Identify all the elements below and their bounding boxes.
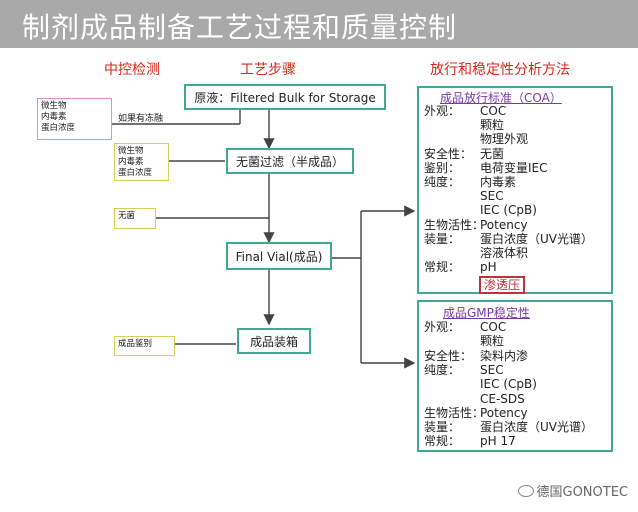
row-label: 鉴别： bbox=[424, 160, 461, 175]
panel-row: 溶液体积 bbox=[424, 246, 528, 260]
panel-row: 鉴别： 电荷变量IEC bbox=[424, 161, 548, 175]
row-label: 生物活性： bbox=[424, 217, 485, 232]
freeze-thaw-note: 如果有冻融 bbox=[118, 114, 164, 124]
row-label: 外观： bbox=[424, 104, 461, 118]
row-value: Potency bbox=[480, 405, 528, 420]
ipc-box-bulk: 微生物 内毒素 蛋白浓度 bbox=[37, 98, 112, 140]
panel-row: 颗粒 bbox=[424, 334, 504, 348]
ipc-box-sterility: 无菌 bbox=[114, 208, 156, 229]
release-heading: 放行和稳定性分析方法 bbox=[430, 62, 570, 78]
row-value: 染料内渗 bbox=[480, 348, 529, 363]
ipc-item: 无菌 bbox=[118, 211, 136, 221]
panel-row: 安全性： 无菌 bbox=[424, 147, 504, 161]
panel-row: 纯度： SEC bbox=[424, 363, 504, 377]
row-value: COC bbox=[480, 320, 507, 334]
panel-row: IEC (CpB) bbox=[424, 203, 537, 217]
row-value: SEC bbox=[480, 189, 504, 204]
row-value: IEC (CpB) bbox=[480, 377, 537, 392]
watermark-text: 德国GONOTEC bbox=[536, 485, 629, 500]
row-value: 蛋白浓度（UV光谱） bbox=[480, 420, 593, 435]
row-label: 生物活性： bbox=[424, 405, 485, 420]
release-panel-title: 成品放行标准（COA） bbox=[440, 91, 562, 105]
row-value: 物理外观 bbox=[480, 132, 529, 147]
ipc-item: 成品鉴别 bbox=[118, 339, 153, 349]
ipc-item: 蛋白浓度 bbox=[118, 168, 153, 178]
page-title: 制剂成品制备工艺过程和质量控制 bbox=[22, 11, 458, 44]
watermark: 德国GONOTEC bbox=[517, 481, 629, 500]
row-value: 电荷变量IEC bbox=[480, 160, 548, 175]
row-label: 常规： bbox=[424, 260, 461, 275]
row-value: CE-SDS bbox=[480, 391, 525, 406]
ipc-item: 内毒素 bbox=[118, 157, 144, 167]
title-bar: 制剂成品制备工艺过程和质量控制 bbox=[0, 0, 638, 48]
panel-row: 常规： pH 17 bbox=[424, 434, 516, 448]
row-value: 蛋白浓度（UV光谱） bbox=[480, 231, 593, 246]
row-value: 颗粒 bbox=[480, 118, 505, 133]
panel-row: 装量： 蛋白浓度（UV光谱） bbox=[424, 420, 593, 434]
ipc-heading: 中控检测 bbox=[104, 62, 160, 78]
row-label: 纯度： bbox=[424, 175, 461, 189]
row-label: 装量： bbox=[424, 231, 461, 246]
panel-row: SEC bbox=[424, 189, 504, 203]
wechat-icon bbox=[517, 485, 534, 497]
panel-row: 安全性： 染料内渗 bbox=[424, 349, 528, 363]
row-value: pH 17 bbox=[480, 434, 516, 449]
row-value: 无菌 bbox=[480, 146, 505, 161]
release-panel bbox=[417, 86, 613, 294]
panel-row: 外观： COC bbox=[424, 104, 506, 118]
row-label: 常规： bbox=[424, 434, 461, 449]
panel-row: 纯度： 内毒素 bbox=[424, 175, 516, 189]
row-label: 外观： bbox=[424, 320, 461, 334]
ipc-item: 内毒素 bbox=[41, 112, 67, 122]
row-value: 溶液体积 bbox=[480, 246, 529, 260]
row-value: Potency bbox=[480, 217, 528, 232]
step-final-vial: Final Vial(成品) bbox=[226, 242, 332, 270]
row-label: 纯度： bbox=[424, 362, 461, 377]
row-value: 颗粒 bbox=[480, 334, 505, 349]
row-value: COC bbox=[480, 104, 507, 118]
row-label: 安全性： bbox=[424, 348, 473, 363]
step-sterile-filtration: 无菌过滤（半成品） bbox=[226, 148, 354, 174]
ipc-box-identity: 成品鉴别 bbox=[114, 336, 175, 356]
panel-row: 生物活性：Potency bbox=[424, 406, 528, 420]
row-value: IEC (CpB) bbox=[480, 203, 537, 218]
stability-panel-title: 成品GMP稳定性 bbox=[443, 306, 530, 320]
panel-row: 装量： 蛋白浓度（UV光谱） bbox=[424, 232, 593, 246]
row-value: pH bbox=[480, 260, 497, 275]
panel-row: 生物活性：Potency bbox=[424, 218, 528, 232]
row-label: 装量： bbox=[424, 420, 461, 435]
process-heading: 工艺步骤 bbox=[240, 62, 296, 78]
stability-panel bbox=[417, 300, 613, 452]
osmolality-highlight: 渗透压 bbox=[479, 276, 526, 294]
row-value: SEC bbox=[480, 362, 504, 377]
ipc-item: 微生物 bbox=[41, 101, 67, 111]
panel-row: IEC (CpB) bbox=[424, 377, 537, 391]
step-bulk: 原液：Filtered Bulk for Storage bbox=[184, 84, 386, 110]
panel-row: CE-SDS bbox=[424, 392, 525, 406]
panel-row: 外观： COC bbox=[424, 320, 506, 334]
ipc-box-filtration: 微生物 内毒素 蛋白浓度 bbox=[114, 143, 169, 181]
panel-row: 常规： pH bbox=[424, 260, 497, 274]
row-label: 安全性： bbox=[424, 146, 473, 161]
row-value: 内毒素 bbox=[480, 175, 517, 189]
ipc-item: 蛋白浓度 bbox=[41, 123, 76, 133]
ipc-item: 微生物 bbox=[118, 146, 144, 156]
step-packaging: 成品装箱 bbox=[237, 328, 311, 354]
panel-row: 物理外观 bbox=[424, 132, 528, 146]
panel-row: 颗粒 bbox=[424, 118, 504, 132]
